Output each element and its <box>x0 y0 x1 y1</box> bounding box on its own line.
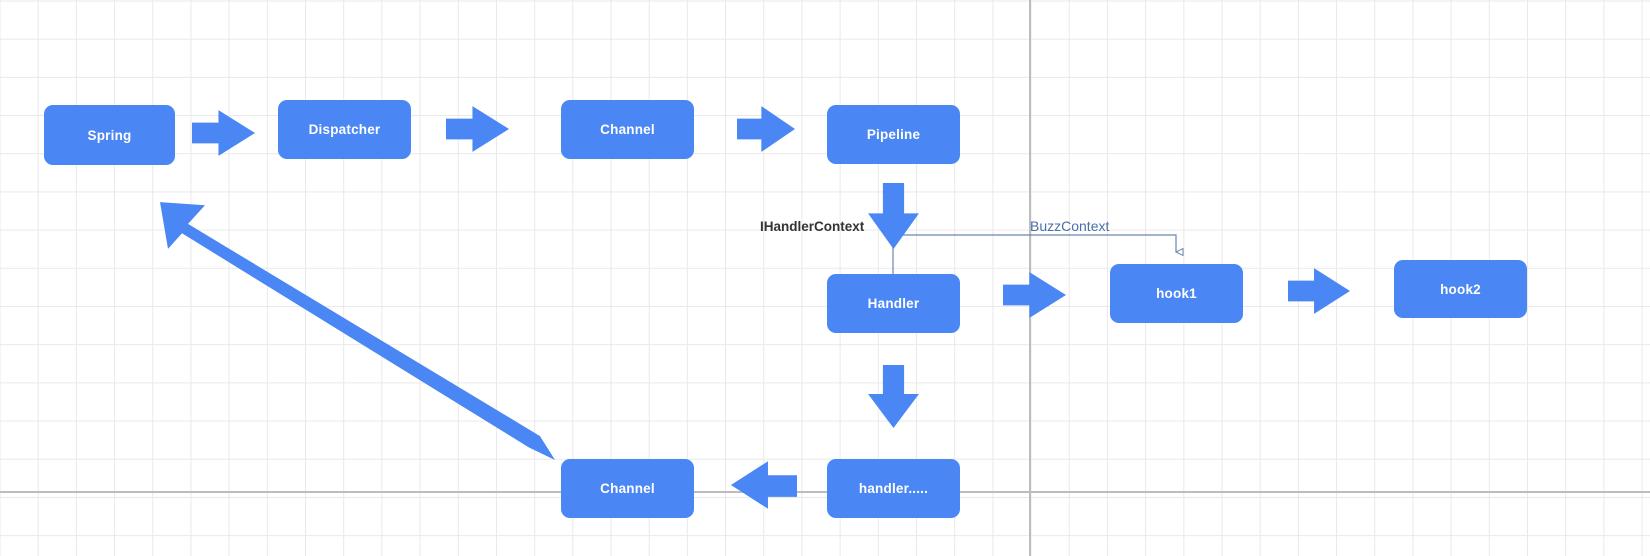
arrow-handler-to-handlerdot[interactable] <box>867 365 920 428</box>
node-spring[interactable]: Spring <box>44 105 175 165</box>
arrow-pipeline-to-handler[interactable] <box>867 183 920 249</box>
page-rule-horizontal-0 <box>0 491 1650 493</box>
ihandlercontext-label: IHandlerContext <box>760 219 865 234</box>
node-channel1[interactable]: Channel <box>561 100 694 159</box>
node-label-channel2: Channel <box>600 481 655 496</box>
arrow-handler-to-hook1[interactable] <box>1003 269 1066 321</box>
node-hook2[interactable]: hook2 <box>1394 260 1527 318</box>
node-label-handlerdot: handler..... <box>858 481 929 496</box>
arrow-handlerdot-to-channel2[interactable] <box>731 458 797 512</box>
node-pipeline[interactable]: Pipeline <box>827 105 960 164</box>
node-label-channel1: Channel <box>600 122 655 137</box>
arrow-channel-to-pipeline[interactable] <box>737 103 795 155</box>
arrow-hook1-to-hook2[interactable] <box>1288 265 1350 317</box>
node-dispatcher[interactable]: Dispatcher <box>278 100 411 159</box>
node-handlerdot[interactable]: handler..... <box>827 459 960 518</box>
node-channel2[interactable]: Channel <box>561 459 694 518</box>
buzzcontext-label: BuzzContext <box>1030 218 1110 234</box>
node-hook1[interactable]: hook1 <box>1110 264 1243 323</box>
node-label-hook2: hook2 <box>1440 281 1481 297</box>
node-label-dispatcher: Dispatcher <box>308 122 381 137</box>
node-label-hook1: hook1 <box>1156 286 1197 301</box>
arrow-dispatcher-to-channel[interactable] <box>446 103 509 155</box>
node-handler[interactable]: Handler <box>827 274 960 333</box>
arrow-spring-to-dispatcher[interactable] <box>192 107 255 159</box>
arrow-channel2-to-spring[interactable] <box>125 200 555 460</box>
node-label-handler: Handler <box>867 296 920 311</box>
node-label-spring: Spring <box>87 127 132 143</box>
node-label-pipeline: Pipeline <box>866 127 921 142</box>
